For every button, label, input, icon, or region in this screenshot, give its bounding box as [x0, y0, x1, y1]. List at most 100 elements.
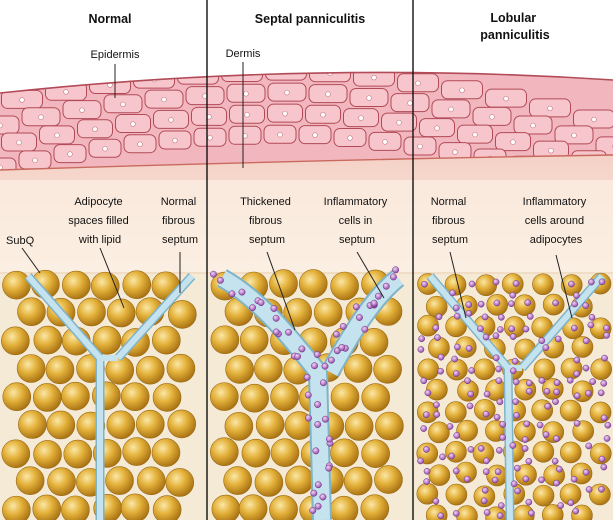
epidermis-nucleus [93, 127, 98, 132]
adipocyte [285, 466, 313, 494]
epidermis-nucleus [531, 123, 536, 128]
epidermis-nucleus [460, 88, 465, 93]
inflammatory-cell [568, 500, 574, 506]
inflammatory-cell [525, 300, 531, 306]
inflammatory-cell [273, 315, 279, 321]
adipocyte [532, 400, 553, 421]
inflammatory-cell [574, 357, 580, 363]
inflammatory-cell [273, 329, 279, 335]
adipocyte [167, 354, 195, 382]
adipocyte [168, 300, 196, 328]
inflammatory-cell [573, 508, 579, 514]
epidermis-nucleus [173, 138, 178, 143]
inflammatory-cell [588, 279, 594, 285]
inflammatory-cell [417, 458, 423, 464]
inflammatory-cell [314, 401, 320, 407]
adipocyte [476, 275, 497, 296]
inflammatory-cell [390, 274, 396, 280]
inflammatory-cell [553, 480, 559, 486]
inflammatory-cell [466, 310, 472, 316]
epidermis-nucleus [64, 89, 69, 94]
inflammatory-cell [425, 390, 431, 396]
adipocyte [362, 384, 390, 412]
inflammatory-cell [583, 338, 589, 344]
inflammatory-cell [583, 469, 589, 475]
inflammatory-cell [466, 302, 472, 308]
inflammatory-cell [434, 411, 440, 417]
inflammatory-cell [494, 300, 500, 306]
inflammatory-cell [438, 368, 444, 374]
epidermis-nucleus [169, 118, 174, 123]
inflammatory-cell [598, 390, 604, 396]
inflammatory-cell [510, 368, 516, 374]
inflammatory-cell [526, 458, 532, 464]
epidermis-nucleus [131, 122, 136, 127]
inflammatory-cell [493, 355, 499, 361]
epidermis-nucleus [55, 133, 60, 138]
adipocyte [255, 468, 283, 496]
adipocyte [2, 271, 30, 299]
inflammatory-cell [543, 345, 549, 351]
inflammatory-cell [484, 509, 490, 515]
adipocyte [331, 439, 359, 467]
epidermis-nucleus [572, 133, 577, 138]
inflammatory-cell [583, 303, 589, 309]
inflammatory-cell [572, 301, 578, 307]
adipocyte [487, 465, 508, 486]
inflammatory-cell [601, 415, 607, 421]
inflammatory-cell [604, 435, 610, 441]
inflammatory-cell [604, 332, 610, 338]
adipocyte [241, 384, 269, 412]
inflammatory-cell [603, 325, 609, 331]
inflammatory-cell [305, 392, 311, 398]
inflammatory-cell [543, 432, 549, 438]
inflammatory-cell [313, 448, 319, 454]
inflammatory-cell [482, 314, 488, 320]
inflammatory-cell [439, 454, 445, 460]
adipocyte [16, 467, 44, 495]
inflammatory-cell [513, 280, 519, 286]
epidermis-nucleus [0, 165, 2, 170]
epidermis-nucleus [285, 90, 290, 95]
epidermis-nucleus [208, 135, 213, 140]
adipocyte [61, 496, 89, 520]
inflammatory-cell [322, 416, 328, 422]
adipocyte [271, 439, 299, 467]
adipocyte [457, 420, 478, 441]
adipocyte [345, 412, 373, 440]
inflammatory-cell [513, 379, 519, 385]
adipocyte [17, 354, 45, 382]
inflammatory-cell [574, 420, 580, 426]
epidermis-nucleus [245, 112, 250, 117]
inflammatory-cell [449, 290, 455, 296]
inflammatory-cell [538, 477, 544, 483]
inflammatory-cell [418, 346, 424, 352]
inflammatory-cell [552, 458, 558, 464]
adipocyte [514, 295, 535, 316]
epidermis-nucleus [435, 126, 440, 131]
inflammatory-cell [217, 277, 223, 283]
inflammatory-cell [258, 299, 264, 305]
adipocyte [270, 495, 298, 520]
adipocyte [428, 422, 449, 443]
adipocyte [474, 359, 495, 380]
adipocyte [46, 356, 74, 384]
adipocyte [33, 383, 61, 411]
adipocyte [254, 355, 282, 383]
adipocyte [446, 484, 467, 505]
adipocyte [590, 402, 611, 423]
epidermis-nucleus [372, 75, 377, 80]
inflammatory-cell [328, 357, 334, 363]
adipocyte [486, 380, 507, 401]
adipocyte [152, 439, 180, 467]
inflammatory-cell [493, 333, 499, 339]
inflammatory-cell [311, 490, 317, 496]
adipocyte [107, 411, 135, 439]
inflammatory-cell [454, 344, 460, 350]
inflammatory-cell [552, 300, 558, 306]
inflammatory-cell [539, 338, 545, 344]
inflammatory-cell [526, 388, 532, 394]
adipocyte [225, 412, 253, 440]
adipocyte [2, 440, 30, 468]
inflammatory-cell [508, 301, 514, 307]
